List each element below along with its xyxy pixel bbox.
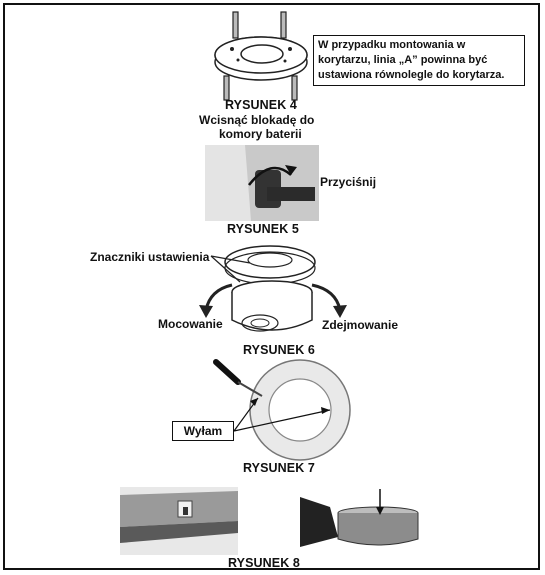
figure-4-title: RYSUNEK 4 bbox=[225, 98, 297, 112]
figure-8-photo-left bbox=[120, 487, 238, 555]
page-frame bbox=[3, 3, 540, 570]
figure-7-title: RYSUNEK 7 bbox=[243, 461, 315, 475]
figure-4-instruction-line1: Wcisnąć blokadę do bbox=[199, 113, 315, 127]
figure-6-remove-label: Zdejmowanie bbox=[322, 318, 399, 332]
figure-8-title: RYSUNEK 8 bbox=[228, 556, 300, 570]
figure-5-press-label: Przyciśnij bbox=[320, 175, 377, 189]
figure-5-photo bbox=[205, 145, 319, 221]
figure-5-photo-art bbox=[205, 145, 319, 221]
figure-7-knockout-label: Wyłam bbox=[172, 421, 234, 441]
figure-8-photo-right-art bbox=[300, 487, 422, 555]
figure-6-markers-label: Znaczniki ustawienia bbox=[90, 250, 210, 264]
corridor-mounting-note: W przypadku montowania w korytarzu, lini… bbox=[313, 35, 525, 86]
figure-5-title: RYSUNEK 5 bbox=[227, 222, 299, 236]
figure-6-title: RYSUNEK 6 bbox=[243, 343, 315, 357]
figure-6-mount-label: Mocowanie bbox=[158, 317, 223, 331]
figure-4-instruction-line2: komory baterii bbox=[219, 127, 302, 141]
figure-8-photo-right bbox=[300, 487, 422, 555]
figure-8-photo-left-art bbox=[120, 487, 238, 555]
